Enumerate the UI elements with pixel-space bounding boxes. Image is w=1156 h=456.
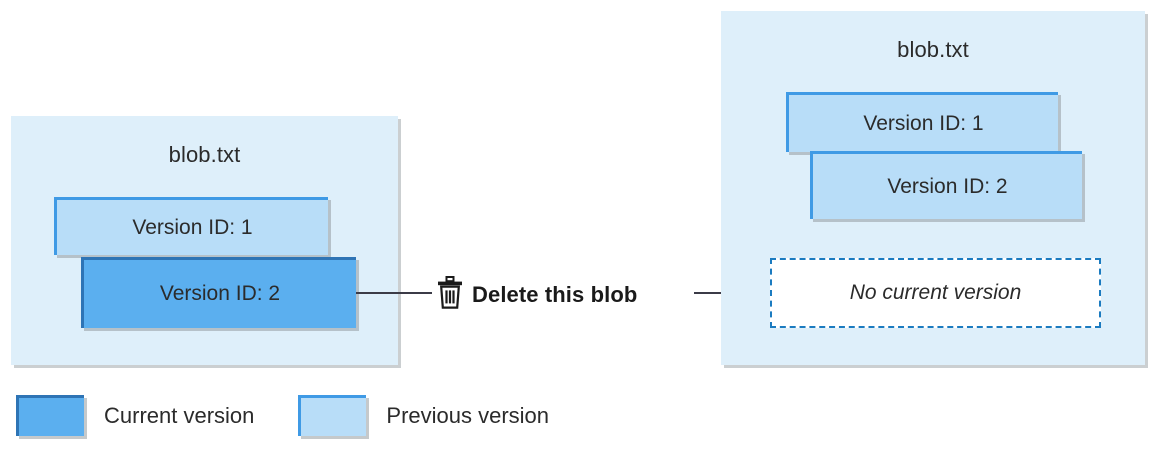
left-blob-title: blob.txt (168, 142, 241, 167)
connector-left-to-action (356, 292, 432, 294)
delete-action-text: Delete this blob (472, 282, 638, 307)
legend-swatch-previous-icon (298, 395, 367, 436)
legend-item-previous: Previous version (298, 395, 549, 436)
delete-action-label: Delete this blob (437, 276, 637, 314)
no-current-version-box: No current version (770, 258, 1101, 328)
right-version-label-2: Version ID: 2 (887, 174, 1008, 198)
legend-label-current: Current version (104, 402, 255, 428)
legend-swatch-current-icon (16, 395, 84, 436)
left-version-box-1: Version ID: 1 (54, 197, 328, 255)
legend-item-current: Current version (16, 395, 254, 436)
right-blob-title: blob.txt (897, 37, 969, 62)
right-version-label-1: Version ID: 1 (863, 111, 984, 135)
trash-icon (437, 276, 463, 314)
right-version-box-2: Version ID: 2 (810, 151, 1082, 219)
left-version-label-2: Version ID: 2 (159, 282, 281, 305)
legend: Current version Previous version (16, 395, 549, 436)
left-version-label-1: Version ID: 1 (132, 215, 253, 239)
legend-label-previous: Previous version (386, 402, 550, 428)
no-current-version-label: No current version (849, 281, 1022, 304)
left-version-box-2: Version ID: 2 (81, 257, 356, 328)
right-version-box-1: Version ID: 1 (786, 92, 1058, 152)
